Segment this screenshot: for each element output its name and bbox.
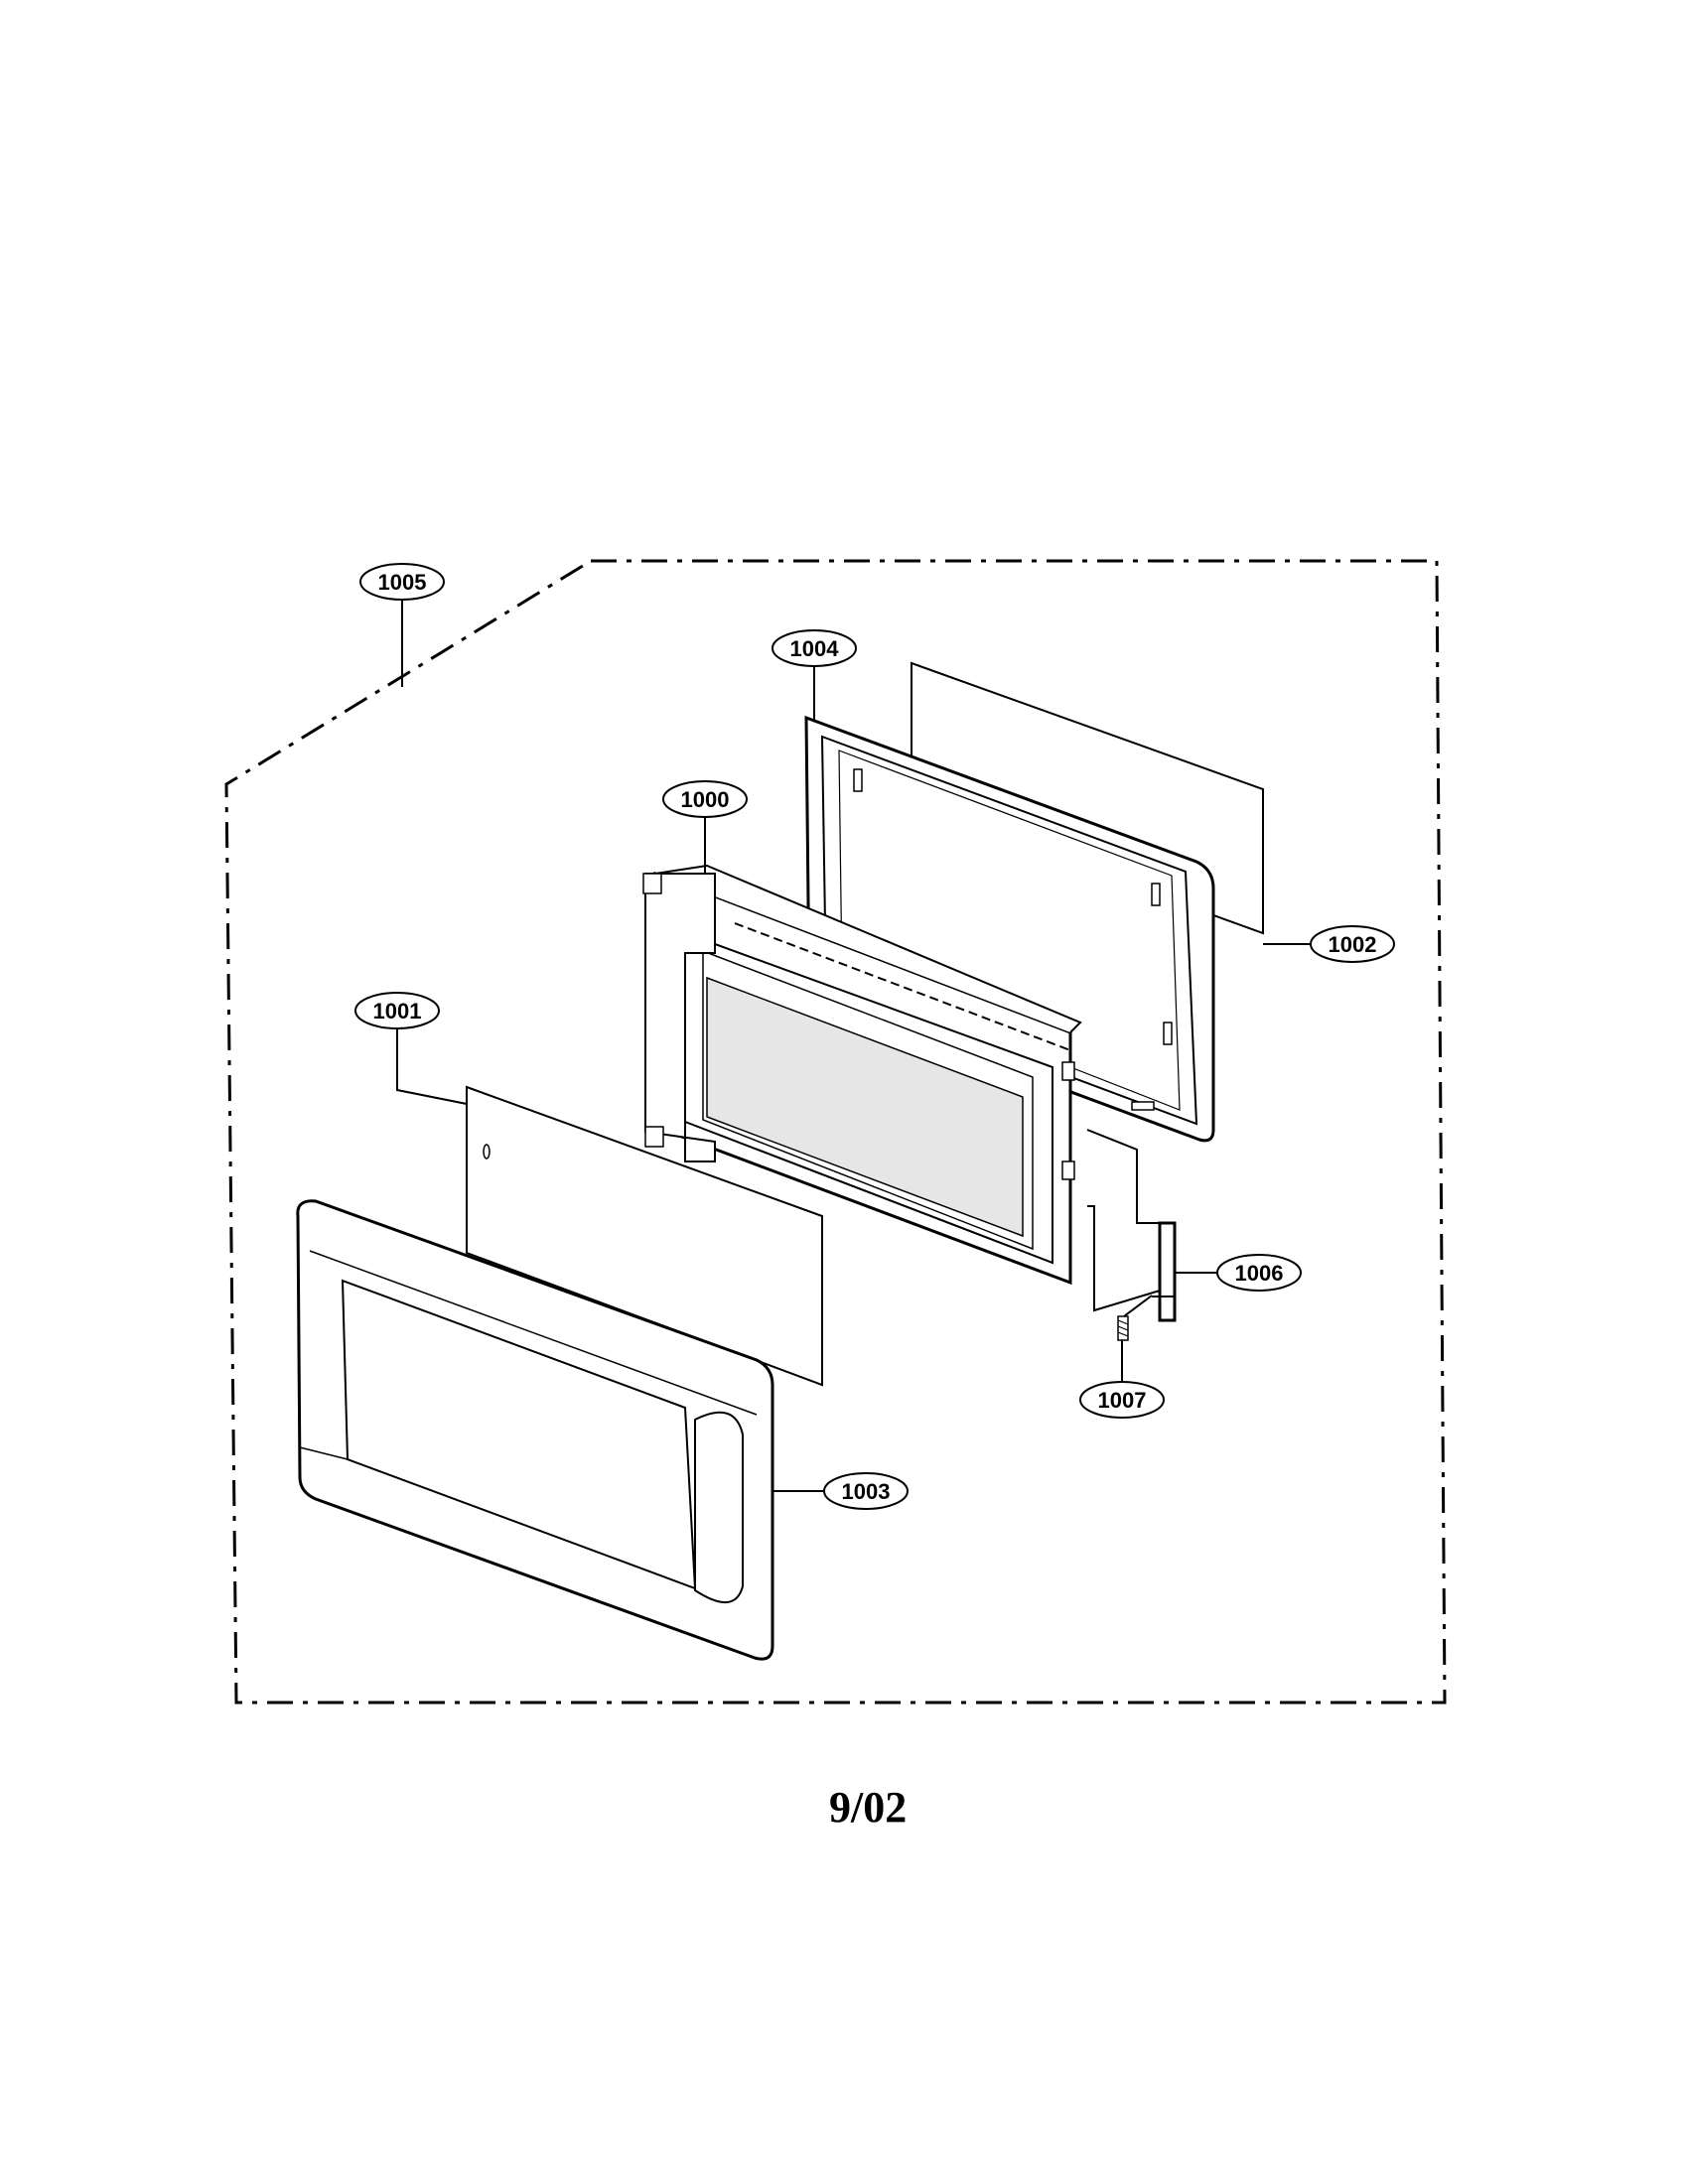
callout-1005: 1005 (359, 563, 445, 601)
svg-text:1000: 1000 (681, 787, 730, 812)
callout-1000: 1000 (662, 780, 748, 818)
svg-text:1007: 1007 (1098, 1388, 1147, 1413)
svg-text:1003: 1003 (842, 1479, 891, 1504)
svg-text:1006: 1006 (1235, 1261, 1284, 1286)
part-1007-spring (1117, 1315, 1129, 1341)
svg-text:1005: 1005 (378, 570, 427, 595)
part-1000-door-frame (642, 864, 1082, 1286)
callout-1007: 1007 (1079, 1381, 1165, 1419)
callout-1002: 1002 (1310, 925, 1395, 963)
callout-1001: 1001 (354, 992, 440, 1029)
part-1003-door-panel (296, 1199, 774, 1661)
callout-1004: 1004 (772, 629, 857, 667)
leader-lines (396, 601, 1311, 1492)
callout-1003: 1003 (823, 1472, 909, 1510)
svg-text:1002: 1002 (1329, 932, 1377, 957)
part-1001-inner-glass (466, 1085, 823, 1387)
part-1006-latch-hook (1152, 1221, 1177, 1322)
mesh-window (706, 976, 1024, 1238)
callout-1006: 1006 (1216, 1254, 1302, 1292)
assembly-boundary (224, 559, 1447, 1705)
svg-text:1001: 1001 (373, 999, 422, 1024)
date-stamp: 9/02 (829, 1783, 908, 1832)
part-1004-choke-frame (804, 715, 1215, 1143)
svg-text:1004: 1004 (790, 636, 840, 661)
